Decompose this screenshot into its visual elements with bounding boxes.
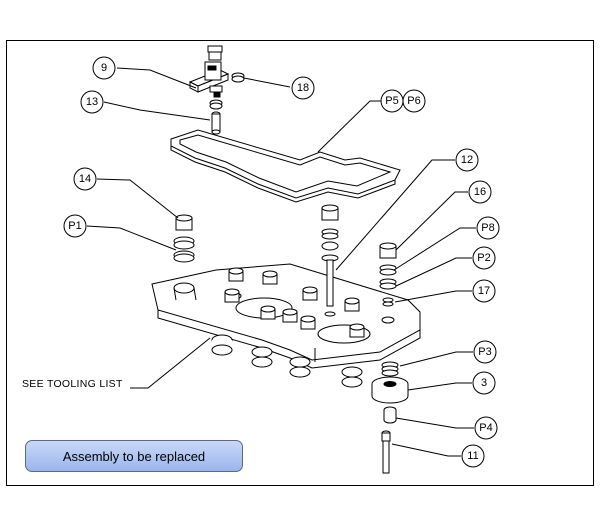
callout-P2: P2	[472, 246, 496, 270]
screw-13	[211, 111, 221, 135]
callout-13: 13	[80, 90, 104, 114]
callout-18: 18	[291, 76, 315, 100]
svg-text:3: 3	[481, 377, 487, 389]
callout-P5: P5	[380, 89, 404, 113]
clamp-bracket	[188, 45, 245, 110]
svg-text:18: 18	[297, 82, 309, 94]
lower-right-parts	[371, 361, 409, 474]
svg-text:17: 17	[478, 285, 490, 297]
svg-text:P5: P5	[385, 95, 398, 107]
svg-text:P4: P4	[479, 422, 492, 434]
svg-text:13: 13	[86, 96, 98, 108]
callout-P8: P8	[476, 216, 500, 240]
callout-11: 11	[461, 444, 485, 468]
callout-balloons: 9 18 13 P5 P6 12 14 P1 16 P8 P2 17 P3 3 …	[63, 56, 500, 468]
callout-P4: P4	[474, 416, 498, 440]
callout-P1: P1	[63, 214, 87, 238]
callout-9: 9	[92, 56, 116, 80]
plate-cylinders	[211, 334, 363, 388]
callout-3: 3	[472, 371, 496, 395]
callout-P6: P6	[402, 89, 426, 113]
plate-nuts	[224, 267, 365, 338]
drawing-frame	[6, 40, 594, 486]
callout-12: 12	[455, 148, 479, 172]
callout-14: 14	[73, 167, 97, 191]
svg-text:11: 11	[467, 450, 478, 462]
callout-P3: P3	[473, 340, 497, 364]
callout-17: 17	[472, 279, 496, 303]
leader-lines	[86, 67, 476, 457]
right-stack	[379, 242, 397, 307]
svg-text:9: 9	[101, 62, 107, 74]
callout-16: 16	[468, 180, 492, 204]
svg-text:P8: P8	[481, 222, 494, 234]
svg-text:P2: P2	[477, 252, 490, 264]
gasket-frame	[170, 129, 401, 203]
svg-text:P1: P1	[68, 220, 81, 232]
svg-text:P3: P3	[478, 346, 491, 358]
assembly-replace-note: Assembly to be replaced	[25, 440, 243, 472]
svg-text:12: 12	[461, 154, 473, 166]
left-stack	[173, 214, 195, 263]
svg-text:14: 14	[79, 173, 91, 185]
svg-text:16: 16	[474, 186, 486, 198]
middle-stack	[321, 204, 339, 317]
tooling-list-label: SEE TOOLING LIST	[22, 378, 123, 390]
svg-text:P6: P6	[407, 95, 420, 107]
